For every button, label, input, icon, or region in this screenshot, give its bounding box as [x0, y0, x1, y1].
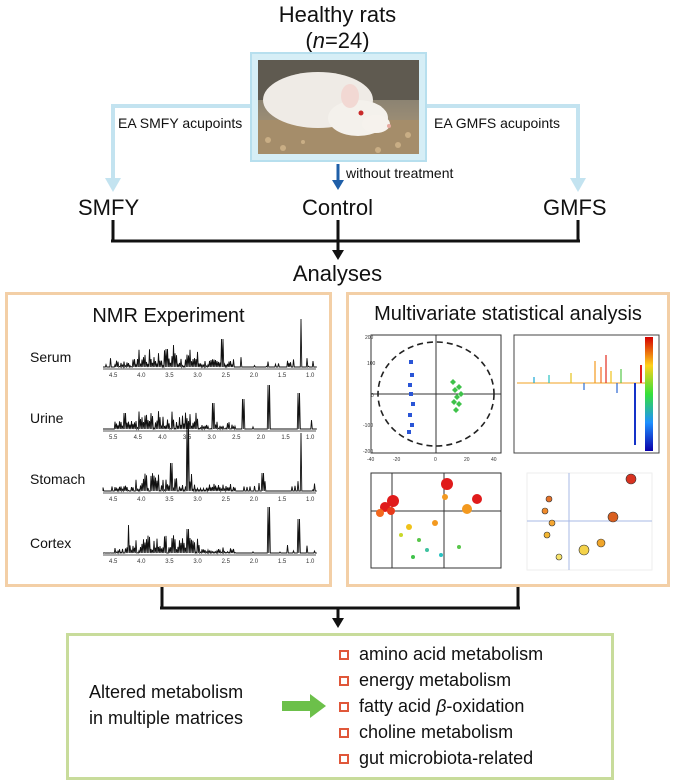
group-gmfs: GMFS [543, 195, 607, 220]
nmr-spectrum-line [103, 506, 317, 555]
nmr-tick-label: 1.5 [278, 497, 287, 503]
nmr-tick-label: 3.0 [193, 373, 202, 379]
right-branch-arrowhead [570, 178, 586, 192]
nmr-spectrum-line [103, 384, 317, 431]
nmr-tick-label: 2.5 [222, 497, 231, 503]
result-item-choline: choline metabolism [339, 722, 543, 748]
nmr-tick-label: 3.0 [193, 497, 202, 503]
right-branch-line [427, 104, 580, 180]
nmr-tick-label: 1.5 [278, 373, 287, 379]
score-group2-points [450, 379, 464, 413]
nmr-tick-label: 1.0 [306, 435, 315, 441]
svg-text:20: 20 [464, 457, 470, 463]
nmr-tick-label: 1.0 [306, 497, 315, 503]
nmr-tick-label: 2.5 [222, 559, 231, 565]
green-arrow-icon [282, 694, 326, 718]
nmr-tick-label: 5.5 [109, 435, 118, 441]
bullet-square-icon [339, 676, 349, 686]
rat-photo [258, 60, 419, 154]
pathway-plot [526, 472, 653, 571]
result-box: Altered metabolism in multiple matrices … [66, 633, 614, 780]
nmr-tick-label: 3.5 [165, 559, 174, 565]
nmr-tick-label: 1.5 [278, 559, 287, 565]
bullet-square-icon [339, 728, 349, 738]
nmr-tick-label: 1.5 [281, 435, 290, 441]
svg-text:-100: -100 [363, 423, 373, 429]
control-arrowhead [332, 180, 344, 190]
volcano-plot [370, 472, 502, 569]
control-branch-label: without treatment [346, 165, 454, 181]
nmr-tick-label: 2.0 [250, 373, 259, 379]
group-smfy: SMFY [78, 195, 140, 220]
nmr-tick-label: 1.0 [306, 373, 315, 379]
svg-text:100: 100 [367, 361, 376, 367]
nmr-tick-label: 4.5 [109, 559, 118, 565]
nmr-spectra: 4.5 4.0 3.5 3.0 2.5 2.0 1.5 1.0 5.5 4.5 4.0 3.5 3.0 2… [102, 318, 317, 565]
group-control: Control [302, 195, 373, 220]
nmr-tick-label: 4.0 [137, 559, 146, 565]
nmr-tick-label: 2.0 [250, 497, 259, 503]
nmr-panel: NMR Experiment Serum Urine Stomach Corte… [5, 292, 332, 587]
left-branch-arrowhead [105, 178, 121, 192]
bullet-square-icon [339, 702, 349, 712]
svg-text:-200: -200 [363, 449, 373, 455]
result-list: amino acid metabolism energy metabolism … [339, 644, 543, 774]
nmr-spectrum-line [102, 420, 317, 493]
nmr-spectrum-line [103, 318, 317, 369]
nmr-row-label-urine: Urine [30, 410, 64, 426]
bullet-square-icon [339, 754, 349, 764]
header-title: Healthy rats [278, 2, 397, 27]
nmr-tick-label: 2.5 [222, 373, 231, 379]
svg-text:-20: -20 [393, 457, 400, 463]
nmr-tick-label: 3.5 [165, 497, 174, 503]
nmr-tick-label: 4.0 [158, 435, 167, 441]
nmr-tick-label: 2.0 [250, 559, 259, 565]
nmr-tick-label: 2.0 [257, 435, 266, 441]
result-item-energy: energy metabolism [339, 670, 543, 696]
nmr-row-label-cortex: Cortex [30, 535, 72, 551]
result-item-fatty: fatty acid β-oxidation [339, 696, 543, 722]
nmr-row-label-serum: Serum [30, 349, 72, 365]
nmr-tick-label: 4.5 [134, 435, 143, 441]
result-item-amino: amino acid metabolism [339, 644, 543, 670]
nmr-tick-label: 3.0 [208, 435, 217, 441]
nmr-tick-label: 3.0 [193, 559, 202, 565]
nmr-tick-label: 4.5 [109, 373, 118, 379]
rat-photo-frame [250, 52, 427, 162]
left-branch-label: EA SMFY acupoints [118, 115, 243, 131]
svg-text:0: 0 [371, 393, 374, 399]
nmr-panel-title: NMR Experiment [92, 305, 245, 327]
header-subtitle: (n=24) [305, 28, 370, 53]
altered-line-2: in multiple matrices [89, 708, 244, 728]
nmr-tick-label: 4.5 [109, 497, 118, 503]
stat-panel-title: Multivariate statistical analysis [374, 303, 642, 325]
svg-text:200: 200 [365, 335, 374, 341]
altered-line-1: Altered metabolism [89, 682, 244, 702]
nmr-tick-label: 4.0 [137, 373, 146, 379]
svg-text:40: 40 [491, 457, 497, 463]
nmr-row-label-stomach: Stomach [30, 471, 86, 487]
analyses-label: Analyses [292, 261, 383, 286]
nmr-tick-label: 1.0 [306, 559, 315, 565]
bullet-square-icon [339, 650, 349, 660]
score-group1-points [407, 360, 415, 434]
nmr-tick-label: 3.5 [165, 373, 174, 379]
loading-plot [513, 334, 660, 454]
result-item-gut: gut microbiota-related [339, 748, 543, 774]
nmr-tick-label: 4.0 [137, 497, 146, 503]
svg-text:0: 0 [434, 457, 437, 463]
left-branch-line [111, 104, 250, 180]
svg-text:-40: -40 [367, 457, 374, 463]
nmr-tick-label: 2.5 [232, 435, 241, 441]
right-branch-label: EA GMFS acupoints [434, 115, 561, 131]
